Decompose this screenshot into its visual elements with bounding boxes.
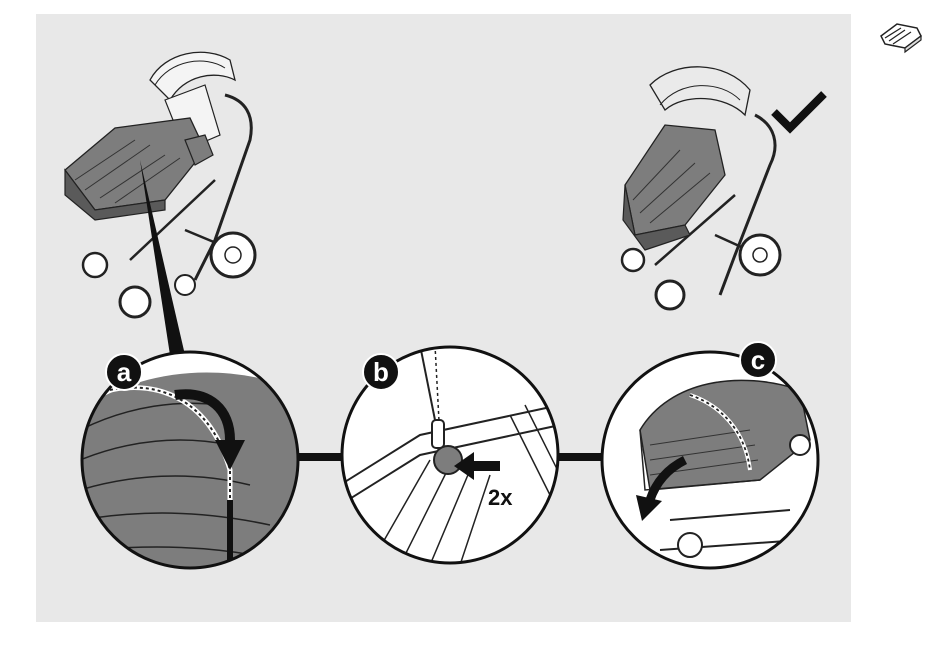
step-badge-b: b <box>362 353 400 391</box>
connector-bar <box>296 453 342 461</box>
connector-bar <box>556 453 602 461</box>
step-badge-a: a <box>105 353 143 391</box>
curved-arrow-icon <box>170 385 250 480</box>
push-arrow-icon <box>452 450 502 482</box>
footmuff-icon <box>875 18 927 54</box>
zipper-icon <box>432 420 444 448</box>
step-badge-c: c <box>739 341 777 379</box>
checkmark-icon <box>770 90 830 135</box>
curved-arrow-icon <box>630 455 690 525</box>
press-count-label: 2x <box>488 485 512 511</box>
callout-pointer <box>130 160 210 360</box>
